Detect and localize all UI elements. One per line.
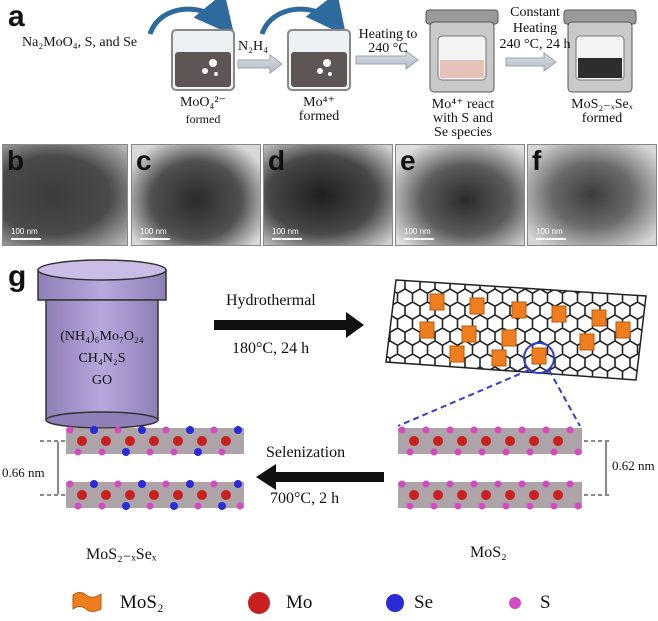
autoclave-1	[425, 9, 499, 93]
left-layer-spacing: 0.66 nm	[2, 465, 45, 480]
beaker-2	[287, 29, 351, 91]
flat-arrow-2	[355, 50, 419, 70]
scale-bar-label-b: 100 nm	[11, 227, 38, 236]
mos2xsex-layer-stack	[66, 426, 244, 510]
tem-label-b: b	[7, 145, 25, 176]
mo-atom-icon	[248, 592, 270, 614]
legend-label-mos2: MoS₂	[120, 592, 164, 613]
flat-arrow-1	[237, 54, 283, 74]
scale-bar-label-c: 100 nm	[140, 227, 167, 236]
scale-bar-label-f: 100 nm	[536, 227, 563, 236]
scale-bar-label-d: 100 nm	[272, 227, 299, 236]
product-label: MoS₂₋ₓSeₓ	[86, 546, 157, 563]
scale-bar	[404, 238, 434, 240]
step4-label: MoS₂₋ₓSeₓ	[571, 97, 633, 112]
reagent-label: N₂H₄	[238, 39, 268, 54]
right-layer-spacing: 0.62 nm	[612, 458, 655, 473]
vessel-line1: (NH₄)₆Mo₇O₂₄	[60, 329, 144, 344]
curved-arrow-2	[259, 0, 347, 36]
step3-line1: Mo⁴⁺ react	[431, 97, 495, 112]
constant-line1: Constant	[510, 5, 560, 20]
legend-label-se: Se	[414, 592, 433, 613]
step4-sub: formed	[581, 111, 623, 126]
heating-temp: 240 °C	[368, 41, 408, 56]
step1-label: MoO₄²⁻	[179, 95, 227, 110]
step1-sub: formed	[185, 112, 221, 126]
step3-line2: with S and	[433, 111, 493, 126]
s-atom-icon	[509, 597, 521, 609]
hydrothermal-label: Hydrothermal	[226, 292, 316, 309]
se-atom-icon	[386, 594, 404, 612]
constant-line3: 240 °C, 24 h	[499, 37, 571, 52]
vessel-line2: CH₄N₂S	[78, 351, 126, 366]
panel-g-label: g	[8, 260, 27, 293]
tem-image-d: d 100 nm	[263, 144, 393, 246]
panel-g-diagram	[37, 259, 647, 510]
autoclave-2	[563, 9, 637, 93]
step3-line3: Se species	[434, 125, 492, 140]
vessel-line3: GO	[91, 373, 113, 388]
tem-label-c: c	[136, 145, 152, 176]
selenization-arrow	[256, 464, 384, 490]
mos2-sheet-icon	[72, 592, 102, 612]
tem-label-e: e	[400, 145, 416, 176]
step2-label: Mo⁴⁺	[303, 95, 335, 110]
step2-sub: formed	[298, 109, 340, 124]
selenization-label: Selenization	[266, 444, 346, 461]
panel-a-diagram	[147, 0, 637, 93]
right-spacing-bracket	[584, 440, 612, 496]
scale-bar	[140, 238, 170, 240]
tem-label-d: d	[268, 145, 286, 176]
selenization-conditions: 700°C, 2 h	[270, 490, 340, 507]
scale-bar-label-e: 100 nm	[404, 227, 431, 236]
precursor-label: MoS₂	[470, 544, 507, 561]
heating-label: Heating to	[358, 27, 418, 42]
tem-label-f: f	[532, 145, 542, 176]
constant-line2: Heating	[512, 21, 558, 36]
tem-image-b: b 100 nm	[2, 144, 128, 246]
reactants-label: Na₂MoO₄, S, and Se	[22, 35, 138, 50]
legend-label-s: S	[540, 592, 551, 613]
zoom-circle	[523, 342, 555, 374]
hydrothermal-conditions: 180°C, 24 h	[232, 340, 310, 357]
tem-image-f: f 100 nm	[527, 144, 657, 246]
flat-arrow-3	[505, 52, 557, 72]
tem-image-e: e 100 nm	[395, 144, 525, 246]
legend-label-mo: Mo	[286, 592, 313, 613]
mos2-layer-stack	[398, 426, 582, 510]
left-spacing-bracket	[40, 440, 66, 496]
scale-bar	[536, 238, 566, 240]
tem-image-c: c 100 nm	[131, 144, 261, 246]
beaker-1	[171, 29, 235, 91]
mos2-flakes	[419, 293, 631, 367]
hydrothermal-arrow	[214, 312, 364, 338]
curved-arrow-1	[147, 0, 235, 36]
legend: MoS₂ Mo Se S	[0, 588, 658, 620]
panel-a-label: a	[8, 0, 25, 33]
scale-bar	[11, 238, 41, 240]
reaction-vessel	[37, 259, 167, 429]
scale-bar	[272, 238, 302, 240]
